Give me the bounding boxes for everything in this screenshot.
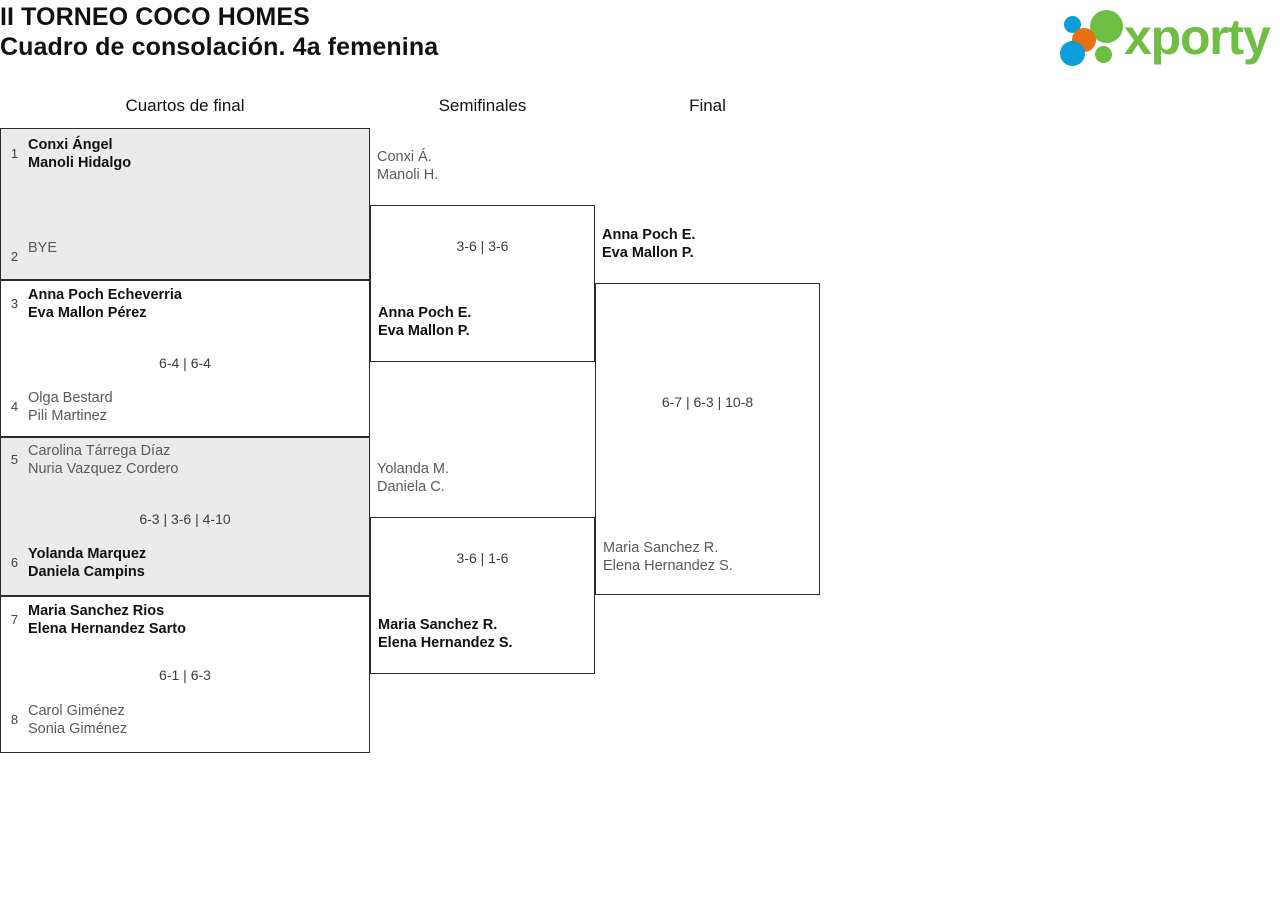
player-name-1: Conxi Ángel bbox=[28, 137, 113, 153]
title-block: II TORNEO COCO HOMES Cuadro de consolaci… bbox=[0, 2, 438, 62]
match-box-qf2[interactable]: 3 Anna Poch Echeverria Eva Mallon Pérez … bbox=[0, 280, 370, 437]
player-names: Maria Sanchez Rios Elena Hernandez Sarto bbox=[28, 602, 369, 638]
player-names: Carol Giménez Sonia Giménez bbox=[28, 702, 369, 738]
match-score: 6-7 | 6-3 | 10-8 bbox=[661, 394, 754, 410]
player-name-1: Olga Bestard bbox=[28, 390, 113, 406]
match-score: 6-1 | 6-3 bbox=[159, 667, 211, 683]
match-box-qf3[interactable]: 5 Carolina Tárrega Díaz Nuria Vazquez Co… bbox=[0, 437, 370, 596]
semifinal-1-upper-entrant[interactable]: Conxi Á. Manoli H. bbox=[377, 148, 438, 184]
match-slot-bottom[interactable]: 8 Carol Giménez Sonia Giménez bbox=[1, 702, 369, 738]
match-score: 6-3 | 3-6 | 4-10 bbox=[139, 511, 231, 527]
player-name-2: Pili Martinez bbox=[28, 408, 107, 424]
match-box-sf2[interactable]: 3-6 | 1-6 Maria Sanchez R. Elena Hernand… bbox=[370, 517, 595, 674]
match-score: 3-6 | 3-6 bbox=[456, 238, 509, 254]
player-name-2: Elena Hernandez Sarto bbox=[28, 621, 186, 637]
match-score: 6-4 | 6-4 bbox=[159, 355, 211, 371]
player-name-1: Anna Poch E. bbox=[378, 305, 472, 321]
player-name-1: BYE bbox=[28, 240, 58, 256]
player-name-2: Manoli Hidalgo bbox=[28, 155, 132, 171]
player-name-2: Elena Hernandez S. bbox=[603, 558, 733, 574]
player-name-2: Eva Mallon Pérez bbox=[28, 305, 147, 321]
seed-number: 4 bbox=[10, 399, 19, 414]
match-slot-bottom[interactable]: 2 BYE bbox=[1, 239, 369, 266]
player-names: Yolanda Marquez Daniela Campins bbox=[28, 545, 369, 581]
xporty-logo[interactable]: xporty bbox=[1054, 6, 1274, 68]
logo-dot-blue-small-icon bbox=[1064, 16, 1081, 33]
player-names: Conxi Ángel Manoli Hidalgo bbox=[28, 136, 369, 172]
seed-number: 8 bbox=[10, 712, 19, 727]
match-box-final[interactable]: 6-7 | 6-3 | 10-8 Maria Sanchez R. Elena … bbox=[595, 283, 820, 595]
player-name-2: Daniela C. bbox=[377, 479, 445, 495]
player-names: Olga Bestard Pili Martinez bbox=[28, 389, 369, 425]
player-name-1: Conxi Á. bbox=[377, 149, 432, 165]
player-name-1: Yolanda Marquez bbox=[28, 546, 147, 562]
tournament-title: II TORNEO COCO HOMES bbox=[0, 3, 310, 31]
match-box-qf1[interactable]: 1 Conxi Ángel Manoli Hidalgo 2 BYE bbox=[0, 128, 370, 280]
player-names: BYE bbox=[28, 239, 369, 257]
player-name-2: Sonia Giménez bbox=[28, 721, 128, 737]
player-name-1: Maria Sanchez R. bbox=[378, 617, 498, 633]
seed-number: 3 bbox=[10, 296, 19, 311]
seed-number: 5 bbox=[10, 452, 19, 467]
player-name-1: Yolanda M. bbox=[377, 461, 450, 477]
match-slot-top[interactable]: 5 Carolina Tárrega Díaz Nuria Vazquez Co… bbox=[1, 442, 369, 478]
logo-dot-blue-large-icon bbox=[1060, 41, 1085, 66]
semifinal-1-lower-entrant[interactable]: Anna Poch E. Eva Mallon P. bbox=[378, 304, 471, 340]
player-names: Carolina Tárrega Díaz Nuria Vazquez Cord… bbox=[28, 442, 369, 478]
final-lower-entrant[interactable]: Maria Sanchez R. Elena Hernandez S. bbox=[603, 539, 733, 575]
player-name-1: Carol Giménez bbox=[28, 703, 125, 719]
seed-number: 2 bbox=[10, 249, 19, 264]
player-name-2: Eva Mallon P. bbox=[378, 323, 470, 339]
player-name-2: Eva Mallon P. bbox=[602, 245, 694, 261]
match-box-sf1[interactable]: 3-6 | 3-6 Anna Poch E. Eva Mallon P. bbox=[370, 205, 595, 362]
logo-dot-green-small-icon bbox=[1095, 46, 1112, 63]
player-name-1: Anna Poch E. bbox=[602, 227, 696, 243]
round-header-semifinals: Semifinales bbox=[438, 96, 527, 115]
player-name-2: Daniela Campins bbox=[28, 564, 145, 580]
match-slot-bottom[interactable]: 6 Yolanda Marquez Daniela Campins bbox=[1, 545, 369, 581]
final-upper-entrant[interactable]: Anna Poch E. Eva Mallon P. bbox=[602, 226, 695, 262]
logo-dots-icon bbox=[1054, 8, 1130, 66]
player-names: Anna Poch Echeverria Eva Mallon Pérez bbox=[28, 286, 369, 322]
logo-wordmark: xporty bbox=[1124, 9, 1271, 65]
player-name-2: Nuria Vazquez Cordero bbox=[28, 461, 179, 477]
player-name-1: Carolina Tárrega Díaz bbox=[28, 443, 171, 459]
bracket-subtitle: Cuadro de consolación. 4a femenina bbox=[0, 33, 439, 61]
page-header: II TORNEO COCO HOMES Cuadro de consolaci… bbox=[0, 0, 1280, 86]
match-slot-top[interactable]: 7 Maria Sanchez Rios Elena Hernandez Sar… bbox=[1, 602, 369, 638]
round-header-quarterfinals: Cuartos de final bbox=[125, 96, 245, 115]
match-score: 3-6 | 1-6 bbox=[456, 550, 509, 566]
player-name-2: Elena Hernandez S. bbox=[378, 635, 513, 651]
semifinal-2-upper-entrant[interactable]: Yolanda M. Daniela C. bbox=[377, 460, 449, 496]
player-name-1: Anna Poch Echeverria bbox=[28, 287, 182, 303]
player-name-1: Maria Sanchez R. bbox=[603, 540, 719, 556]
round-header-final: Final bbox=[689, 96, 726, 115]
match-slot-bottom[interactable]: 4 Olga Bestard Pili Martinez bbox=[1, 389, 369, 425]
match-slot-top[interactable]: 3 Anna Poch Echeverria Eva Mallon Pérez bbox=[1, 286, 369, 322]
match-box-qf4[interactable]: 7 Maria Sanchez Rios Elena Hernandez Sar… bbox=[0, 596, 370, 753]
match-slot-top[interactable]: 1 Conxi Ángel Manoli Hidalgo bbox=[1, 136, 369, 172]
player-name-2: Manoli H. bbox=[377, 167, 439, 183]
seed-number: 6 bbox=[10, 555, 19, 570]
semifinal-2-lower-entrant[interactable]: Maria Sanchez R. Elena Hernandez S. bbox=[378, 616, 513, 652]
seed-number: 1 bbox=[10, 146, 19, 161]
player-name-1: Maria Sanchez Rios bbox=[28, 603, 165, 619]
seed-number: 7 bbox=[10, 612, 19, 627]
